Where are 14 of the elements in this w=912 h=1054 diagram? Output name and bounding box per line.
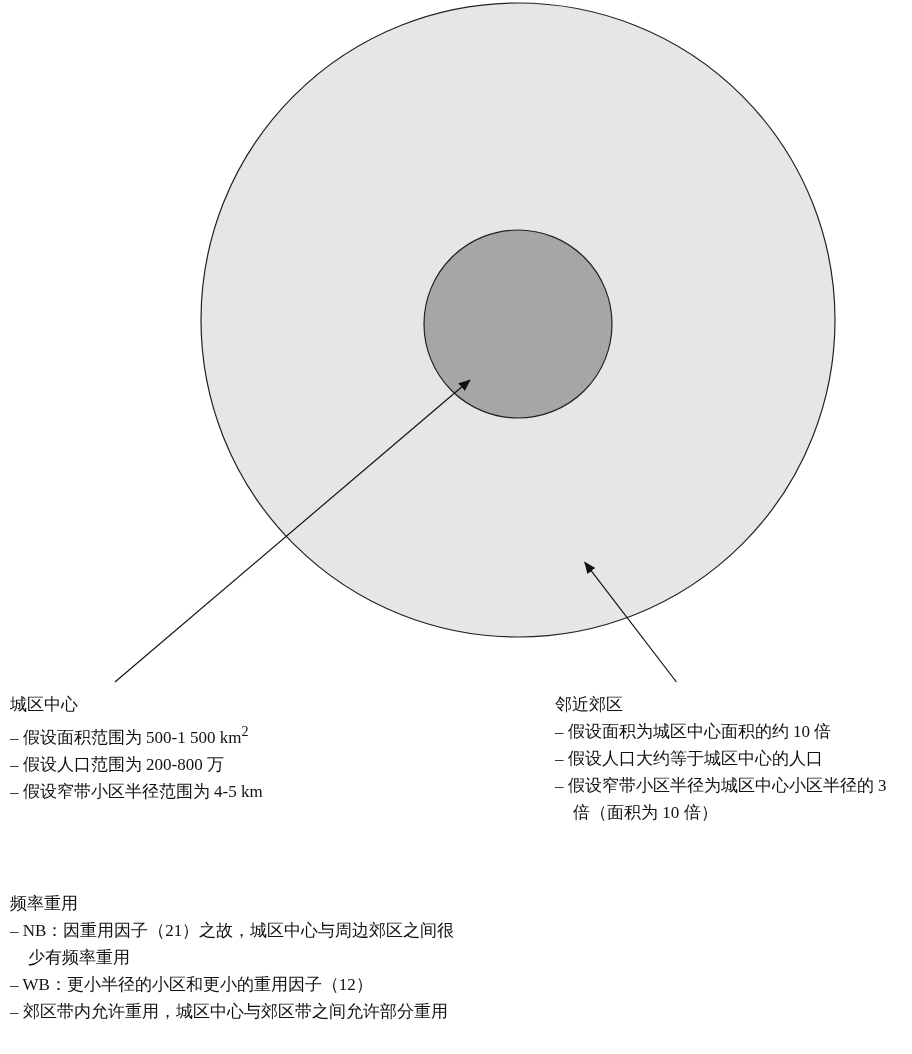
leader-arrow <box>114 379 471 683</box>
bullet-item: – 假设人口范围为 200-800 万 <box>10 753 225 776</box>
note-item: – WB：更小半径的小区和更小的重用因子（12） <box>10 974 374 996</box>
callout-heading: 城区中心 <box>10 694 79 716</box>
bullet-item: – 假设人口大约等于城区中心的人口 <box>555 748 824 770</box>
bullet-item: – 假设面积为城区中心面积的约 10 倍 <box>555 721 833 743</box>
bullet-item: – 假设窄带小区半径为城区中心小区半径的 3 倍（面积为 10 倍） <box>555 775 888 824</box>
callout-heading: 邻近郊区 <box>555 694 624 716</box>
bullet-item: – 假设面积范围为 500-1 500 km$^{2}$ <box>10 722 250 749</box>
note-item: – 郊区带内允许重用，城区中心与郊区带之间允许部分重用 <box>10 1001 449 1023</box>
leader-arrow <box>584 561 678 683</box>
note-item: – NB：因重用因子（21）之故，城区中心与周边郊区之间很少有频率重用 <box>10 920 456 969</box>
bullet-item: – 假设窄带小区半径范围为 4-5 km <box>10 780 264 803</box>
note-heading: 频率重用 <box>10 893 79 915</box>
